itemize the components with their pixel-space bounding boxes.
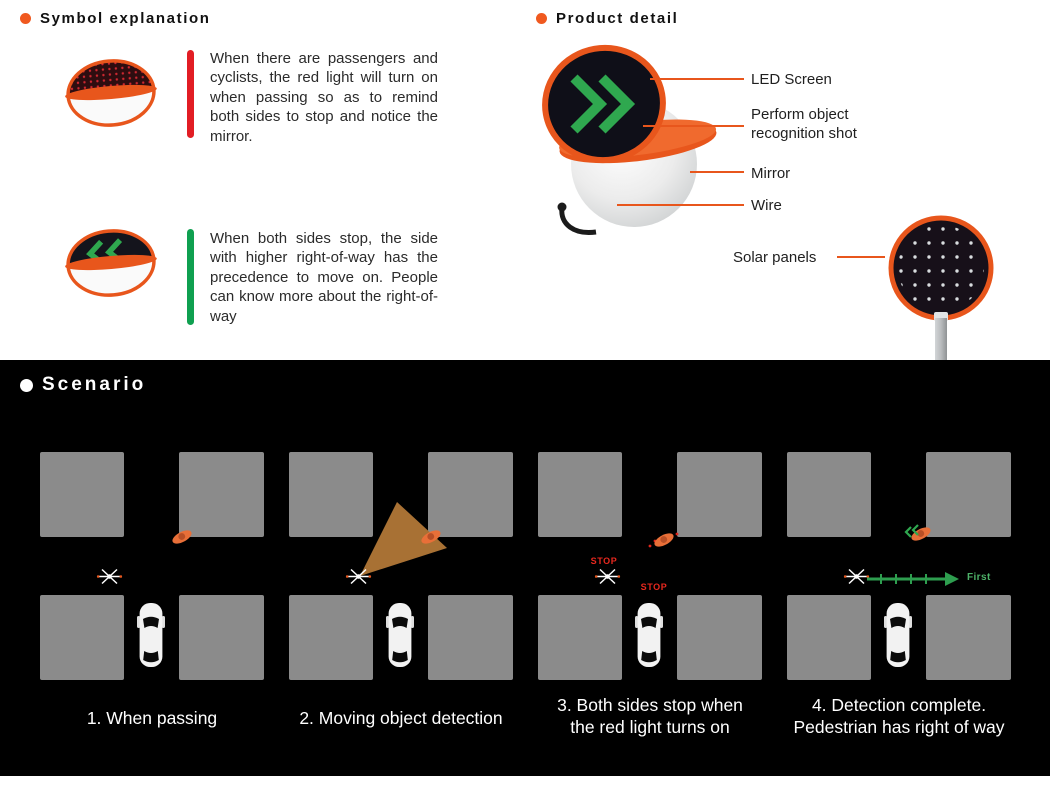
building-block <box>926 452 1011 537</box>
mirror-red-light-icon <box>65 57 157 127</box>
leader-line-solar-panels <box>837 256 885 258</box>
label-mirror: Mirror <box>751 165 791 182</box>
building-block <box>787 452 871 537</box>
priority-arrow-icon <box>867 572 959 586</box>
scenario-header: Scenario <box>20 374 146 396</box>
building-block <box>179 595 264 680</box>
leader-line-mirror <box>690 171 744 173</box>
building-block <box>40 452 124 537</box>
solar-panel-back-view <box>888 215 994 362</box>
green-explanation-text: When both sides stop, the side with high… <box>210 230 438 325</box>
symbol-explanation-title: Symbol explanation <box>40 10 211 27</box>
red-indicator-bar <box>187 50 194 138</box>
label-solar-panels: Solar panels <box>733 249 817 266</box>
mirror-marker-icon <box>594 568 621 585</box>
scenario-title: Scenario <box>42 374 147 395</box>
panel-caption-2: 2. Moving object detection <box>299 708 503 728</box>
label-wire: Wire <box>751 197 782 214</box>
green-indicator-bar <box>187 229 194 325</box>
label-recognition: Perform object recognition shot <box>751 106 857 142</box>
leader-line-led-screen <box>650 78 744 80</box>
panel-caption-1: 1. When passing <box>86 708 218 728</box>
mirror-green-light-icon <box>65 227 157 297</box>
leader-line-recognition <box>643 125 744 127</box>
car-icon <box>884 603 912 667</box>
scenario-panel-3: STOP STOP <box>538 452 762 680</box>
building-block <box>40 595 124 680</box>
product-detail-header: Product detail <box>536 10 678 27</box>
building-block <box>179 452 264 537</box>
bullet-icon <box>20 13 31 24</box>
leader-line-wire <box>617 204 744 206</box>
building-block <box>538 452 622 537</box>
panel-caption-3: 3. Both sides stop when the red light tu… <box>557 695 743 737</box>
building-block <box>538 595 622 680</box>
building-block <box>428 452 513 537</box>
pedestrian-icon <box>904 524 931 541</box>
product-detail-title: Product detail <box>556 10 679 27</box>
building-block <box>289 452 373 537</box>
first-label: First <box>967 572 991 583</box>
scenario-panel-2 <box>289 452 513 680</box>
car-icon <box>137 603 165 667</box>
car-icon <box>635 603 663 667</box>
bullet-icon <box>20 378 33 392</box>
pedestrian-icon <box>648 532 679 548</box>
building-block <box>677 452 762 537</box>
building-block <box>428 595 513 680</box>
building-block <box>926 595 1011 680</box>
scenario-panel-1 <box>40 452 264 680</box>
symbol-explanation-header: Symbol explanation <box>20 10 211 27</box>
panel-caption-4: 4. Detection complete. Pedestrian has ri… <box>793 695 1005 737</box>
pedestrian-icon <box>421 530 441 544</box>
pedestrian-icon <box>172 530 192 544</box>
car-icon <box>386 603 414 667</box>
product-device-illustration <box>542 44 717 235</box>
building-block <box>677 595 762 680</box>
mirror-marker-icon <box>345 568 372 585</box>
scenario-panel-4: First <box>787 452 1011 680</box>
label-led-screen: LED Screen <box>751 71 832 88</box>
stop-label-top: STOP <box>590 556 618 566</box>
bullet-icon <box>536 13 547 24</box>
building-block <box>787 595 871 680</box>
scenario-section <box>0 360 1050 776</box>
mirror-marker-icon <box>96 568 123 585</box>
building-block <box>289 595 373 680</box>
mirror-marker-icon <box>843 568 870 585</box>
stop-label-bottom: STOP <box>640 582 668 592</box>
red-explanation-text: When there are passengers and cyclists, … <box>210 50 438 145</box>
detection-cone <box>360 502 447 576</box>
